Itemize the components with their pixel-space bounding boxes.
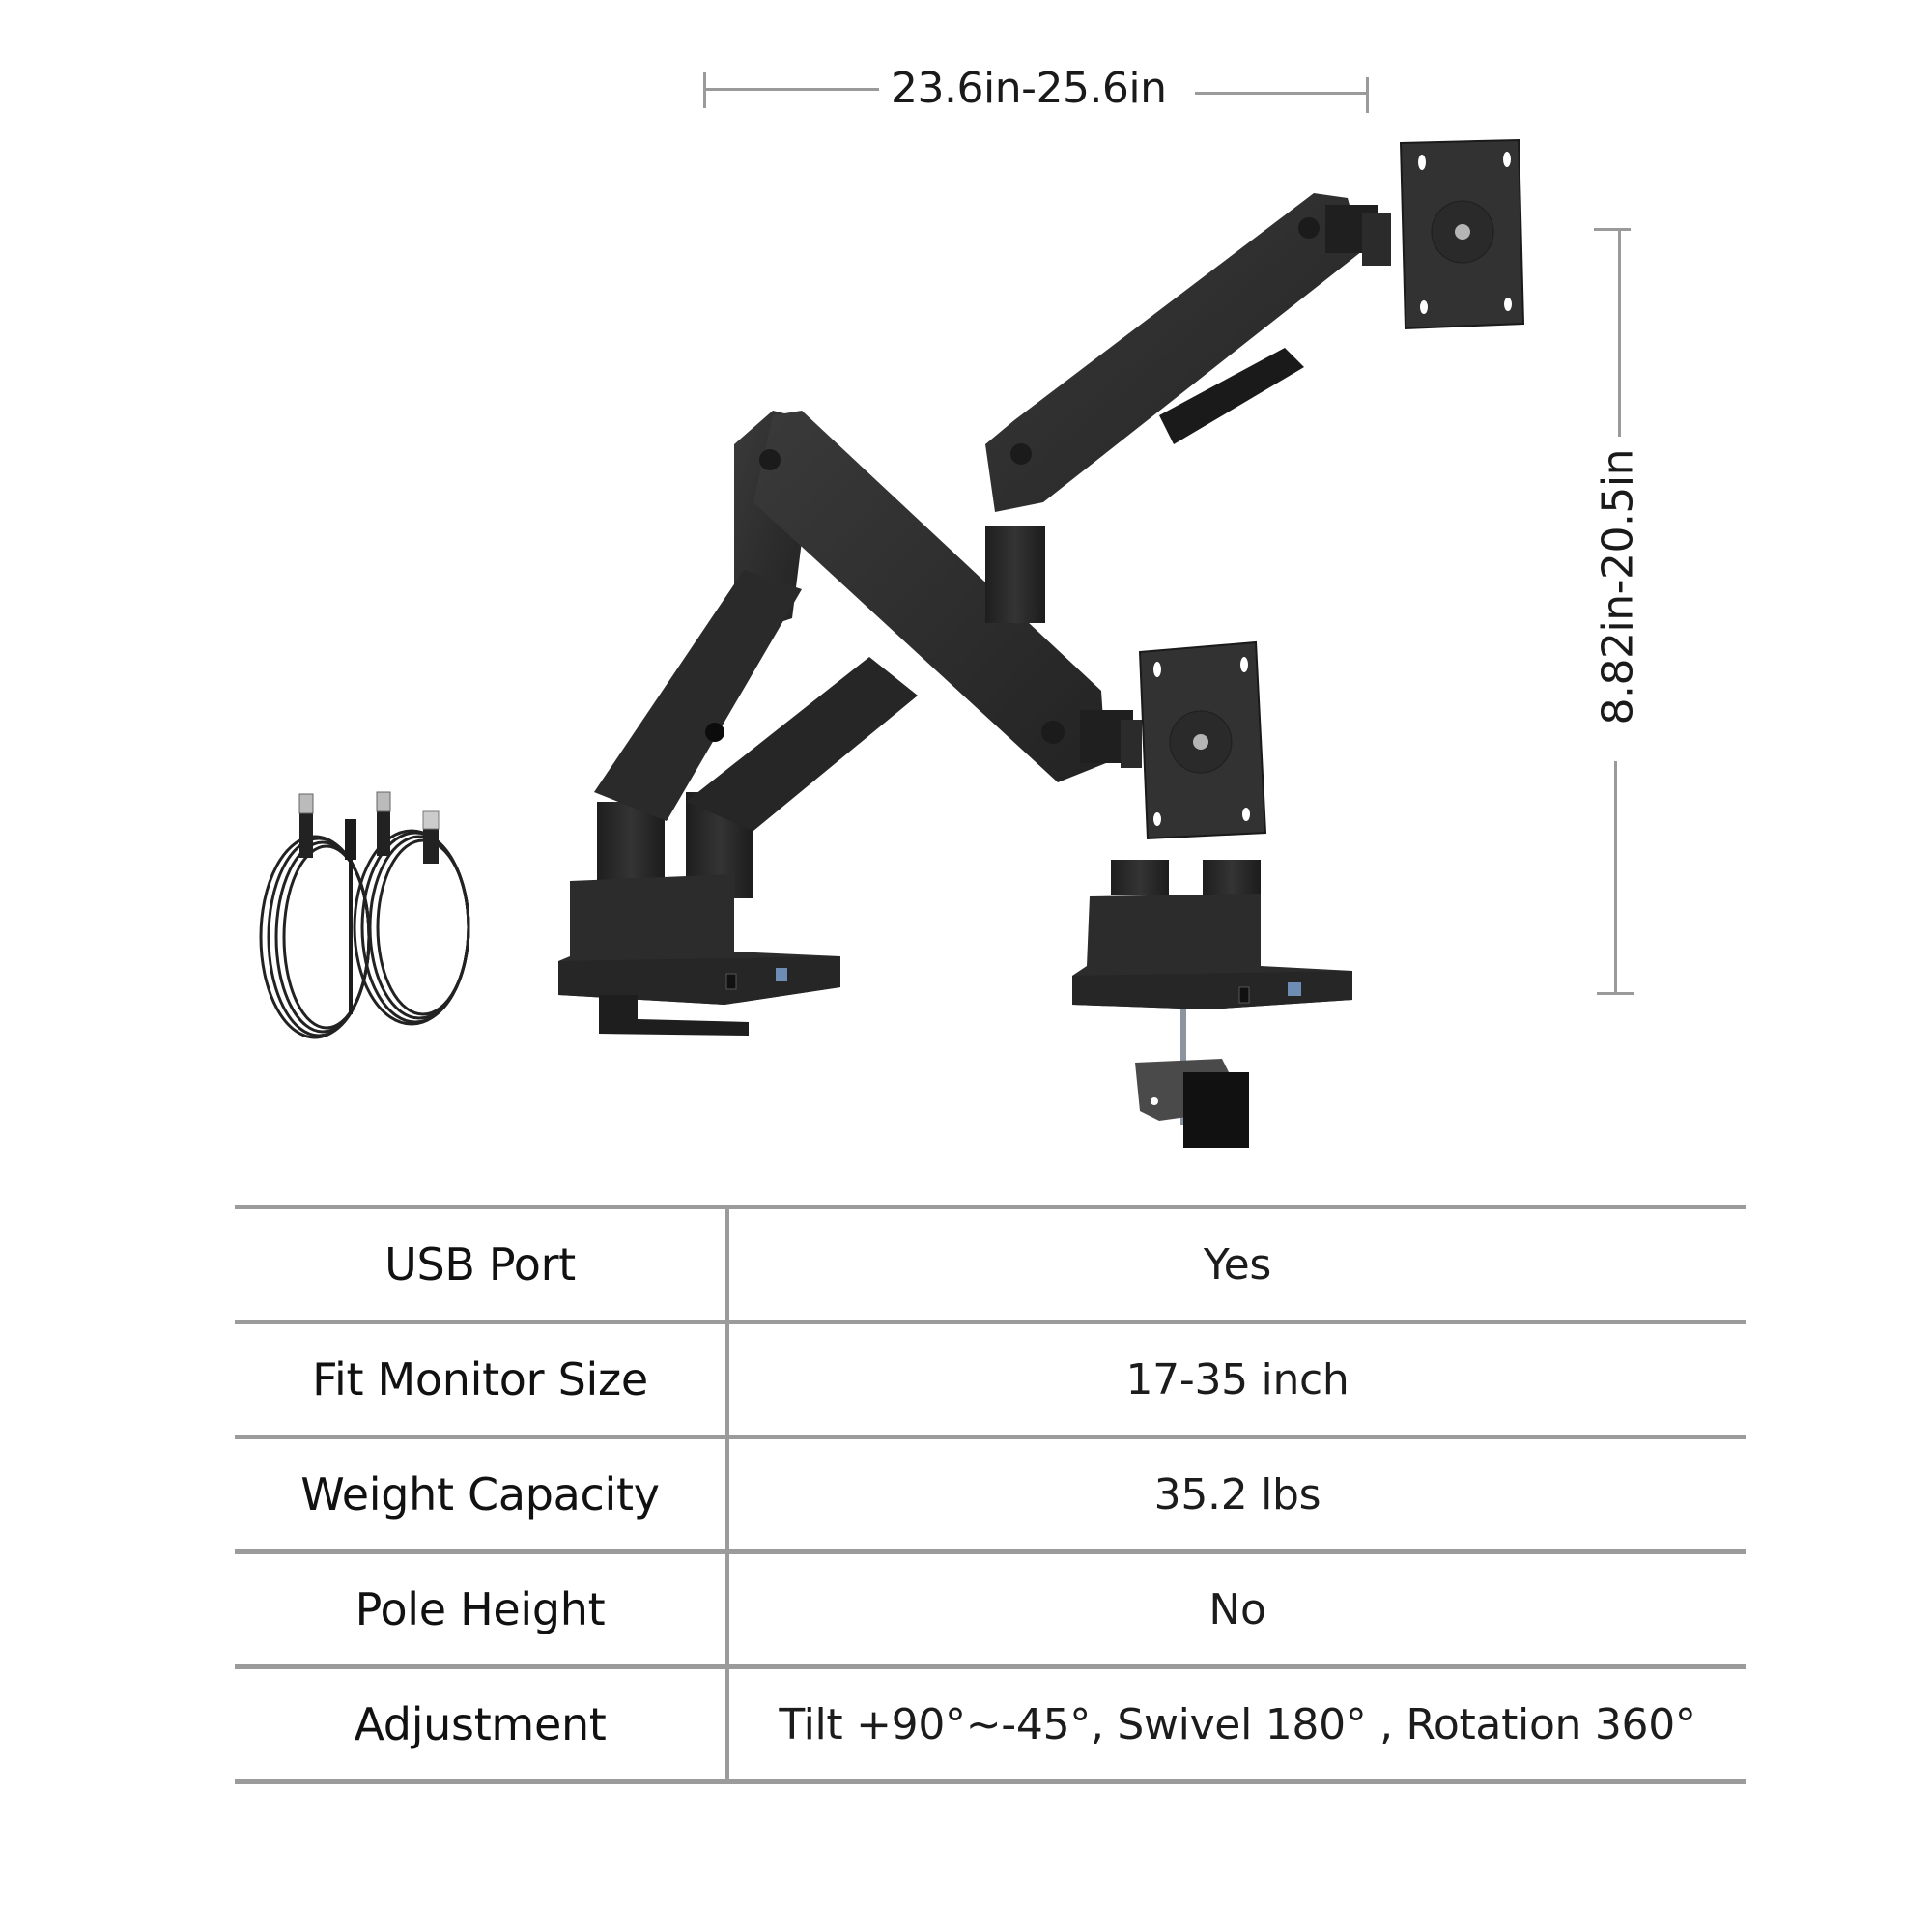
desk-clamp-base xyxy=(558,792,840,1036)
spec-value: 17-35 inch xyxy=(1125,1354,1350,1405)
usb-cables-icon xyxy=(259,791,470,1039)
spec-value: 35.2 lbs xyxy=(1153,1469,1321,1520)
height-dimension-top-line xyxy=(1618,229,1621,437)
spec-value: No xyxy=(1208,1584,1266,1634)
upper-arm xyxy=(985,193,1391,623)
spec-value: Tilt +90°~-45°, Swivel 180° , Rotation 3… xyxy=(779,1699,1696,1749)
c-clamp-base xyxy=(1072,860,1352,1148)
height-dimension-top-tick xyxy=(1594,228,1631,231)
column-divider xyxy=(725,1669,729,1779)
spec-row-adjustment: Adjustment Tilt +90°~-45°, Swivel 180° ,… xyxy=(235,1664,1746,1784)
lower-arm xyxy=(594,411,1142,831)
column-divider xyxy=(725,1324,729,1435)
spec-label: Pole Height xyxy=(355,1583,606,1635)
product-illustration xyxy=(259,138,1525,1148)
column-divider xyxy=(725,1209,729,1320)
spec-value: Yes xyxy=(1203,1239,1272,1290)
lower-vesa-plate xyxy=(1138,640,1267,840)
column-divider xyxy=(725,1439,729,1549)
spec-label: Fit Monitor Size xyxy=(312,1353,648,1406)
spec-label: USB Port xyxy=(384,1238,576,1291)
upper-vesa-plate xyxy=(1399,138,1525,330)
spec-row-weight-capacity: Weight Capacity 35.2 lbs xyxy=(235,1435,1746,1549)
width-dimension-left-tick xyxy=(703,72,706,108)
height-dimension-bottom-line xyxy=(1614,761,1617,993)
spec-table: USB Port Yes Fit Monitor Size 17-35 inch… xyxy=(235,1205,1746,1784)
spec-row-fit-monitor-size: Fit Monitor Size 17-35 inch xyxy=(235,1320,1746,1435)
spec-label: Adjustment xyxy=(354,1698,607,1750)
column-divider xyxy=(725,1554,729,1664)
width-dimension-right-line xyxy=(1195,92,1367,95)
spec-row-pole-height: Pole Height No xyxy=(235,1549,1746,1664)
height-dimension-bottom-tick xyxy=(1597,992,1634,995)
width-dimension-right-tick xyxy=(1366,77,1369,113)
width-dimension-left-line xyxy=(705,88,879,91)
spec-row-usb-port: USB Port Yes xyxy=(235,1205,1746,1320)
spec-label: Weight Capacity xyxy=(300,1468,660,1520)
width-dimension-label: 23.6in-25.6in xyxy=(891,64,1167,113)
